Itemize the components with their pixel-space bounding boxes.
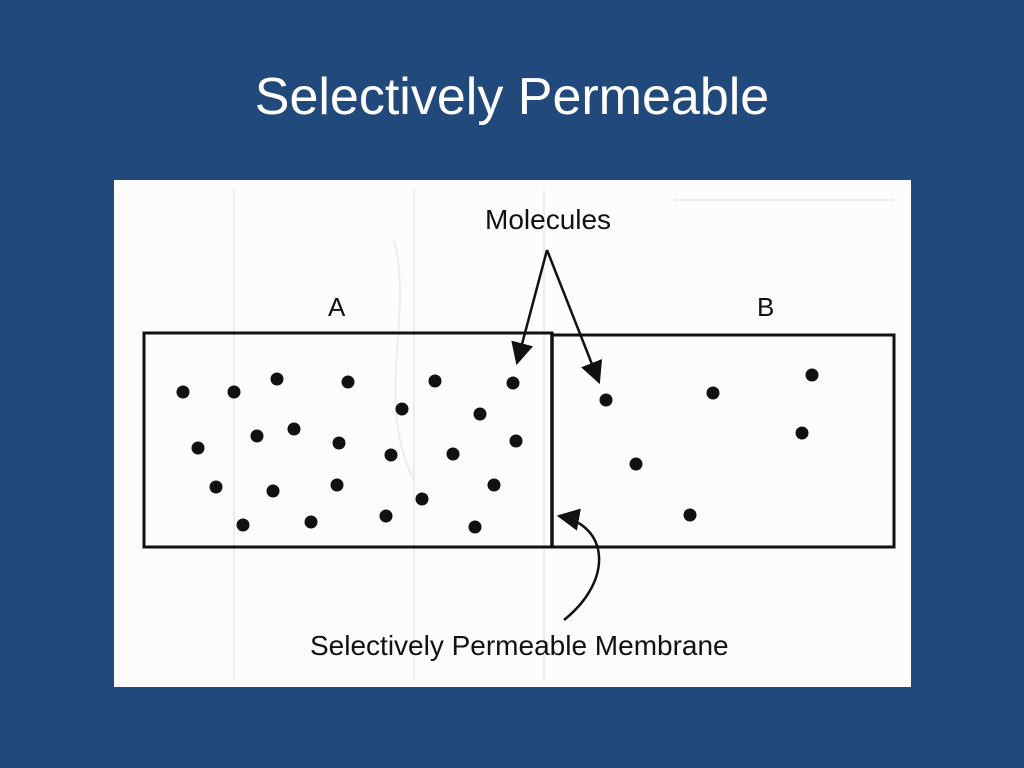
molecule	[270, 372, 284, 386]
molecule	[287, 422, 301, 436]
molecule	[176, 385, 190, 399]
molecule	[795, 426, 809, 440]
molecule	[250, 429, 264, 443]
compartment-b-label: B	[757, 292, 775, 322]
molecule	[509, 434, 523, 448]
molecule	[629, 457, 643, 471]
compartment-b-molecules	[599, 368, 819, 522]
membrane-label: Selectively Permeable Membrane	[310, 630, 729, 661]
molecule	[487, 478, 501, 492]
molecule	[341, 375, 355, 389]
slide-title: Selectively Permeable	[254, 68, 770, 126]
molecule	[415, 492, 429, 506]
molecule	[506, 376, 520, 390]
scan-artifacts	[233, 190, 894, 680]
molecules-arrow-b	[545, 249, 603, 385]
molecule	[395, 402, 409, 416]
molecules-label: Molecules	[485, 204, 612, 235]
molecule	[706, 386, 720, 400]
diagram-canvas	[142, 190, 896, 680]
molecule	[468, 520, 482, 534]
compartment-a-box	[142, 331, 554, 549]
compartment-a-molecules	[176, 372, 523, 534]
molecule	[266, 484, 280, 498]
molecule	[473, 407, 487, 421]
molecule	[330, 478, 344, 492]
molecule	[428, 374, 442, 388]
membrane-arrow	[556, 508, 601, 621]
molecule	[227, 385, 241, 399]
molecules-arrow-a	[511, 249, 549, 366]
molecule	[599, 393, 613, 407]
molecule	[384, 448, 398, 462]
compartment-a-label: A	[328, 292, 346, 322]
molecule	[379, 509, 393, 523]
molecule	[304, 515, 318, 529]
molecule	[446, 447, 460, 461]
molecule	[683, 508, 697, 522]
molecule	[191, 441, 205, 455]
compartment-b-box	[550, 333, 896, 549]
molecule	[805, 368, 819, 382]
molecule	[236, 518, 250, 532]
diagram-figure: Molecules A B Selectively Permeable Memb…	[114, 180, 911, 687]
molecule	[209, 480, 223, 494]
molecule	[332, 436, 346, 450]
